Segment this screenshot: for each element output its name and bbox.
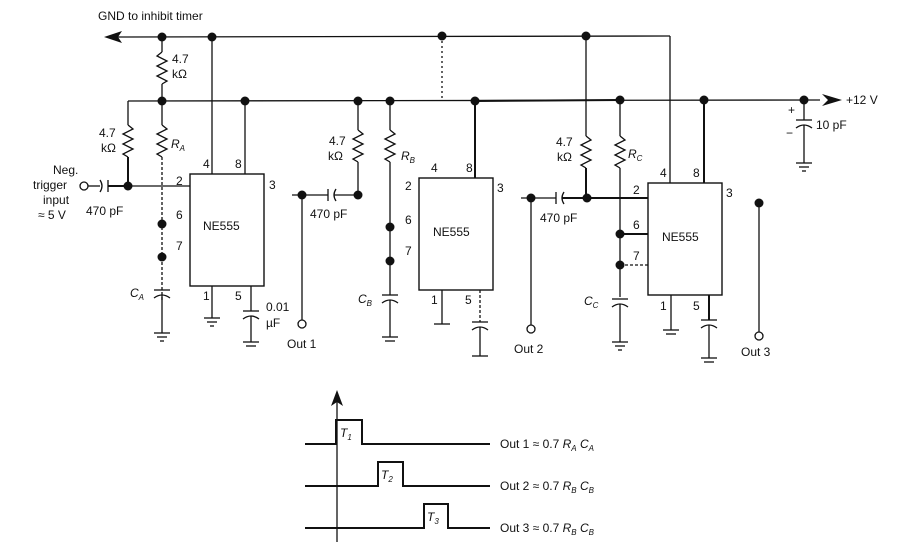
ne555-chip-3 (647, 182, 723, 296)
vcc-bus (127, 94, 842, 106)
trigger-label-4: ≈ 5 V (38, 208, 66, 222)
coupling-cap-3-label: 470 pF (540, 211, 577, 225)
rb-label: RB (401, 149, 416, 165)
pin-label: 5 (693, 299, 700, 313)
pin-label: 8 (235, 157, 242, 171)
pin-label: 8 (693, 166, 700, 180)
bypass-capacitor (795, 100, 813, 172)
pin-label: 3 (497, 181, 504, 195)
plus-sign: + (788, 103, 795, 117)
pulse-t1-label: T1 (340, 426, 352, 442)
pin-label: 4 (660, 166, 667, 180)
waveform-out-3 (305, 503, 490, 529)
ne555-chip-1 (189, 173, 265, 287)
waveform-out-2 (305, 461, 490, 487)
chip-2-label: NE555 (433, 225, 470, 239)
pin-label: 2 (405, 179, 412, 193)
coupling-cap-1-label: 470 pF (86, 204, 123, 218)
r-left-unit: kΩ (101, 141, 116, 155)
ne555-chip-2 (418, 177, 494, 291)
pin-label: 3 (269, 178, 276, 192)
pulse-t2-label: T2 (381, 468, 393, 484)
pin-label: 4 (431, 161, 438, 175)
r-left-value: 4.7 (99, 126, 116, 140)
supply-label: +12 V (846, 93, 878, 107)
minus-sign: − (786, 126, 793, 140)
formula-out-1: Out 1 ≈ 0.7 RA CA (500, 437, 594, 453)
chip-3-label: NE555 (662, 230, 699, 244)
r2-unit: kΩ (328, 149, 343, 163)
pin-label: 1 (660, 299, 667, 313)
pin-label: 1 (203, 289, 210, 303)
pin-label: 6 (633, 218, 640, 232)
trigger-label-2: trigger (33, 178, 67, 192)
rc-label: RC (628, 147, 643, 163)
formula-out-3: Out 3 ≈ 0.7 RB CB (500, 521, 595, 537)
pin-label: 5 (235, 289, 242, 303)
pin-label: 4 (203, 157, 210, 171)
arrow-up-icon (331, 390, 343, 406)
coupling-cap-2-label: 470 pF (310, 207, 347, 221)
gnd-inhibit-label: GND to inhibit timer (98, 9, 203, 23)
pin-label: 6 (405, 213, 412, 227)
pin-label: 7 (633, 249, 640, 263)
stage-2 (292, 36, 494, 357)
trigger-label-3: input (43, 193, 70, 207)
r2-value: 4.7 (329, 134, 346, 148)
out-3-label: Out 3 (741, 345, 771, 359)
ra-label: RA (171, 137, 185, 153)
out-1-label: Out 1 (287, 337, 317, 351)
out-2-label: Out 2 (514, 342, 544, 356)
trigger-label-1: Neg. (53, 163, 78, 177)
pin-label: 2 (633, 183, 640, 197)
pin-label: 7 (176, 239, 183, 253)
r-top-unit: kΩ (172, 67, 187, 81)
pin-label: 1 (431, 293, 438, 307)
pin-label: 3 (726, 186, 733, 200)
waveform-out-1 (305, 419, 490, 445)
ca-label: CA (130, 286, 144, 302)
pin-label: 5 (465, 293, 472, 307)
chip-1-label: NE555 (203, 219, 240, 233)
r-top-value: 4.7 (172, 52, 189, 66)
arrow-left-icon (104, 31, 122, 43)
ctrl-cap-1-value: 0.01 (266, 300, 290, 314)
r3-value: 4.7 (556, 135, 573, 149)
cb-label: CB (358, 292, 373, 308)
ctrl-cap-1-unit: µF (266, 316, 280, 330)
cc-label: CC (584, 294, 599, 310)
bypass-cap-label: 10 pF (816, 118, 847, 132)
arrow-right-icon (822, 94, 842, 106)
stage-3 (521, 36, 764, 363)
r3-unit: kΩ (557, 150, 572, 164)
timing-diagram (305, 390, 490, 542)
stage-1 (79, 37, 265, 347)
formula-out-2: Out 2 ≈ 0.7 RB CB (500, 479, 595, 495)
pin-label: 6 (176, 208, 183, 222)
pin-label: 7 (405, 244, 412, 258)
pin-label: 8 (466, 161, 473, 175)
pulse-t3-label: T3 (427, 510, 439, 526)
pin-label: 2 (176, 174, 183, 188)
